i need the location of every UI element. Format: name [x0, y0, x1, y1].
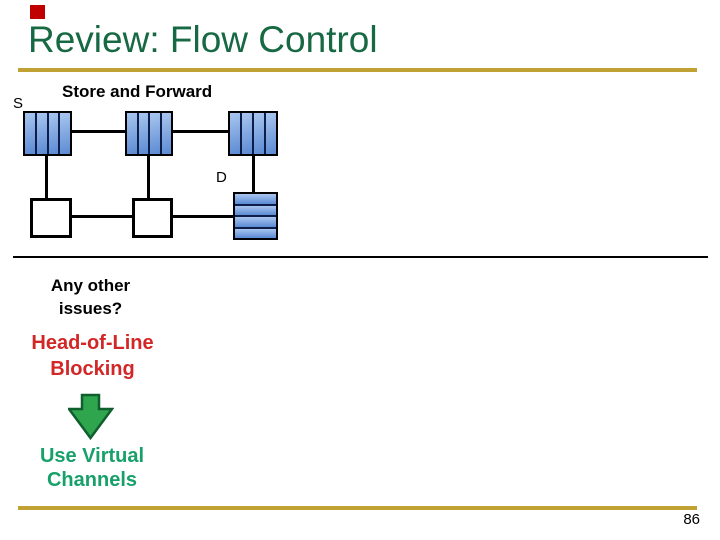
link-line	[45, 156, 48, 198]
empty-node-1	[30, 198, 72, 238]
router-buffer-1	[23, 111, 72, 156]
link-line	[173, 130, 228, 133]
section-divider	[13, 256, 708, 258]
buffer-slat	[235, 194, 276, 204]
router-buffer-3	[228, 111, 278, 156]
down-arrow-shape	[68, 393, 114, 440]
destination-buffer	[233, 192, 278, 240]
problem-text: Head-of-Line Blocking	[31, 332, 154, 380]
footer-line	[18, 506, 697, 510]
buffer-slat	[264, 113, 276, 154]
empty-node-2	[132, 198, 173, 238]
title-underline	[18, 68, 697, 72]
buffer-slat	[127, 113, 137, 154]
buffer-slat	[235, 226, 276, 238]
link-line	[173, 215, 233, 218]
router-buffer-2	[125, 111, 173, 156]
buffer-slat	[252, 113, 264, 154]
link-line	[72, 130, 125, 133]
link-line	[252, 156, 255, 192]
page-number: 86	[683, 511, 700, 528]
buffer-slat	[25, 113, 35, 154]
buffer-slat	[148, 113, 160, 154]
buffer-slat	[159, 113, 171, 154]
buffer-slat	[34, 113, 47, 154]
down-arrow-icon	[68, 393, 114, 440]
link-line	[147, 156, 150, 198]
solution-text: Use Virtual Channels	[39, 445, 145, 491]
page-title: Review: Flow Control	[28, 19, 378, 60]
buffer-slat	[58, 113, 70, 154]
buffer-slat	[235, 203, 276, 215]
corner-accent-square	[30, 5, 45, 19]
buffer-slat	[240, 113, 252, 154]
diagram-heading: Store and Forward	[62, 82, 213, 101]
buffer-slat	[46, 113, 59, 154]
buffer-slat	[136, 113, 148, 154]
dest-label: D	[216, 169, 227, 186]
question-text: Any other issues?	[50, 276, 131, 318]
source-label: S	[13, 95, 24, 112]
buffer-slat	[235, 215, 276, 227]
buffer-slat	[230, 113, 240, 154]
link-line	[72, 215, 132, 218]
